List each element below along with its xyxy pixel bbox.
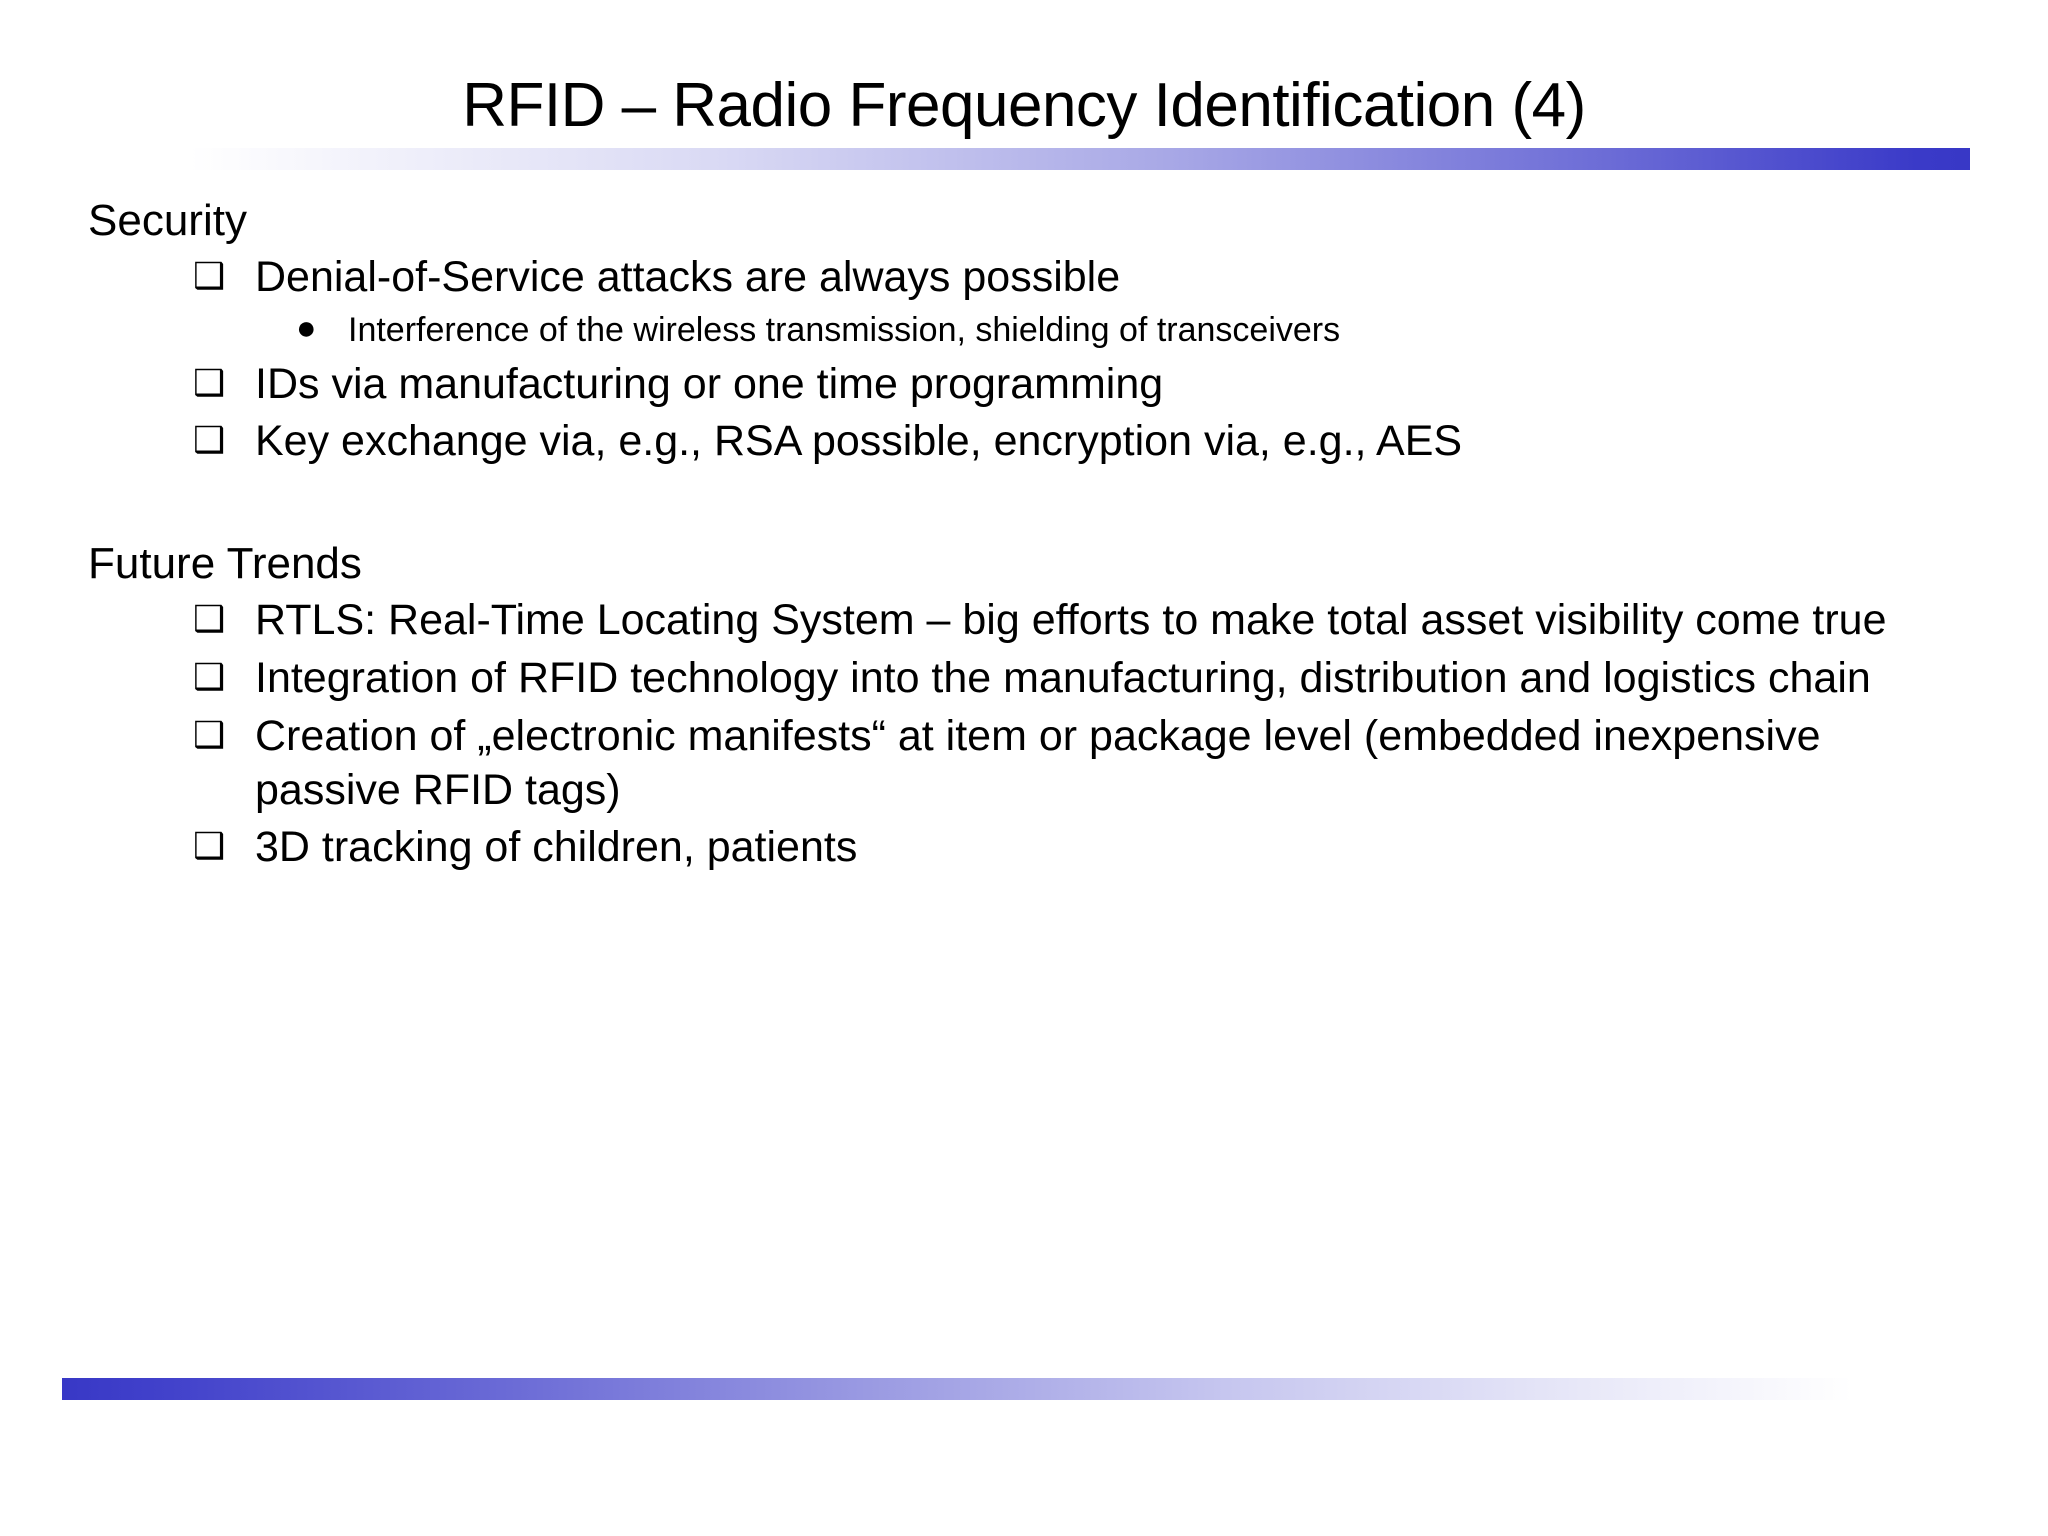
footer-divider-bar-bottom (62, 1378, 1852, 1400)
section-future-trends: Future Trends ❑ RTLS: Real-Time Locating… (0, 539, 2048, 875)
list-item: ❑ IDs via manufacturing or one time prog… (0, 358, 2048, 412)
square-bullet-icon: ❑ (193, 656, 226, 698)
list-item-text: Integration of RFID technology into the … (255, 654, 1871, 703)
list-item: ❑ Creation of „electronic manifests“ at … (0, 710, 2048, 818)
square-bullet-icon: ❑ (193, 825, 226, 867)
list-item: ❑ Denial-of-Service attacks are always p… (0, 251, 2048, 305)
section-heading-security: Security (88, 196, 247, 245)
list-item: ❑ RTLS: Real-Time Locating System – big … (0, 594, 2048, 648)
list-item-text: 3D tracking of children, patients (255, 823, 858, 872)
slide-body: Security ❑ Denial-of-Service attacks are… (0, 196, 2048, 879)
list-item-text: Key exchange via, e.g., RSA possible, en… (255, 417, 1463, 466)
list-item-text: Denial-of-Service attacks are always pos… (255, 253, 1121, 302)
list-item: ❑ Key exchange via, e.g., RSA possible, … (0, 415, 2048, 469)
square-bullet-icon: ❑ (193, 255, 226, 297)
list-item-text: RTLS: Real-Time Locating System – big ef… (255, 596, 1887, 645)
section-spacer (0, 473, 2048, 539)
list-item-text: IDs via manufacturing or one time progra… (255, 359, 1164, 408)
square-bullet-icon: ❑ (193, 713, 226, 755)
list-item: ❑ 3D tracking of children, patients (0, 821, 2048, 875)
square-bullet-icon: ❑ (193, 598, 226, 640)
bullet-list-future-trends: ❑ RTLS: Real-Time Locating System – big … (0, 594, 2048, 875)
title-divider-bar-top (190, 148, 1970, 170)
round-bullet-icon: ● (296, 309, 317, 348)
slide-title: RFID – Radio Frequency Identification (4… (462, 70, 1586, 140)
square-bullet-icon: ❑ (193, 361, 226, 403)
list-item: ❑ Integration of RFID technology into th… (0, 652, 2048, 706)
section-security: Security ❑ Denial-of-Service attacks are… (0, 196, 2048, 469)
bullet-list-security: ❑ Denial-of-Service attacks are always p… (0, 251, 2048, 469)
section-heading-future-trends: Future Trends (88, 539, 362, 589)
list-item: ● Interference of the wireless transmiss… (0, 309, 2048, 352)
square-bullet-icon: ❑ (193, 419, 226, 461)
list-item-text: Creation of „electronic manifests“ at it… (255, 711, 1821, 814)
list-item-text: Interference of the wireless transmissio… (348, 311, 1341, 350)
